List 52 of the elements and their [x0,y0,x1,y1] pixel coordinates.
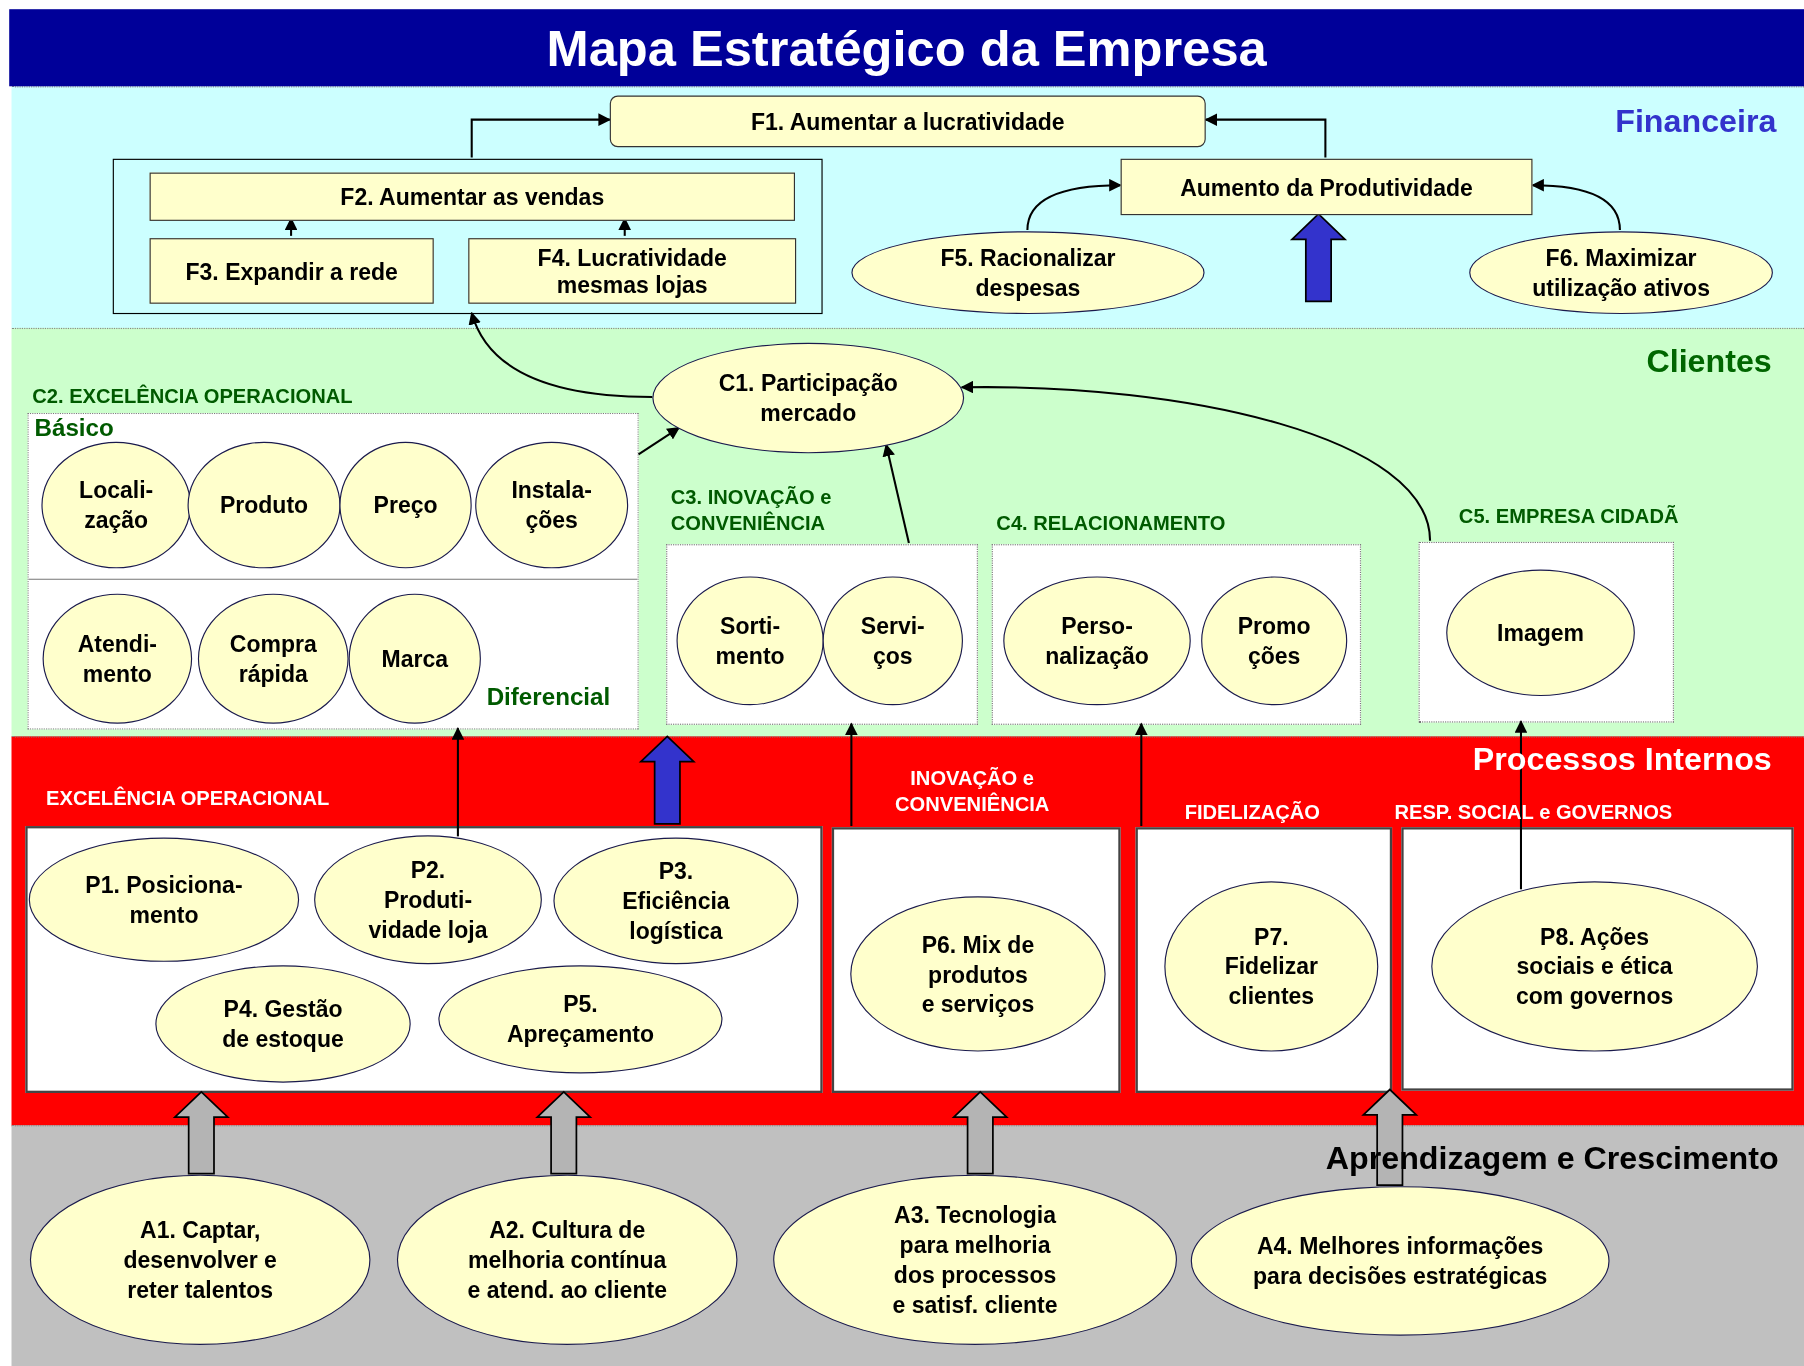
arrow [1531,179,1621,231]
arrow [637,426,681,456]
arrow [1135,722,1148,827]
perspective-band [11,736,1804,1127]
objective-ellipse: Atendi- mento [42,593,193,724]
arrow [1514,720,1528,890]
block-arrow [638,735,696,825]
perspective-band [11,327,1804,738]
section-heading: C2. EXCELÊNCIA OPERACIONAL [32,383,354,410]
section-heading: C3. INOVAÇÃO e CONVENIÊNCIA [670,484,833,537]
block-arrow [172,1090,230,1175]
objective-ellipse: F6. Maximizar utilização ativos [1469,231,1773,315]
objective-ellipse: F5. Racionalizar despesas [851,231,1205,315]
objective-box: Aumento da Produtividade [1120,158,1533,216]
section-heading: FIDELIZAÇÃO [1183,799,1321,826]
arrow [1026,179,1122,231]
panel-label: Básico [34,414,114,442]
block-arrow [951,1090,1009,1175]
arrow [845,722,858,827]
objective-ellipse: Preço [339,441,472,569]
arrow [469,311,653,398]
objective-ellipse: Locali- zação [41,441,191,569]
objective-box: F2. Aumentar as vendas [149,172,795,221]
arrow [451,727,465,837]
objective-ellipse: C1. Participação mercado [652,342,965,454]
objective-ellipse: A4. Melhores informações para decisões estratégicas [1190,1186,1610,1336]
title-banner: Mapa Estratégico da Empresa [9,9,1804,87]
section-heading: INOVAÇÃO e CONVENIÊNCIA [894,765,1051,818]
subpanel [28,414,638,580]
block-arrow [535,1090,593,1175]
arrow [960,381,1432,541]
objective-ellipse: A2. Cultura de melhoria contínua e atend. ao cliente [396,1174,738,1345]
section-heading: C5. EMPRESA CIDADÃ [1458,504,1680,531]
objective-box: F3. Expandir a rede [149,238,434,304]
band-title: Financeira [1615,103,1777,141]
objective-ellipse: Compra rápida [197,593,349,724]
objective-ellipse: Produto [187,441,341,569]
arrow [470,113,612,158]
objective-box: F4. Lucratividade mesmas lojas [468,238,797,304]
objective-ellipse: Marca [348,593,481,724]
panel-label: Diferencial [486,683,611,711]
section-heading: EXCELÊNCIA OPERACIONAL [46,785,331,812]
perspective-band [11,86,1804,330]
arrow [882,443,910,544]
section-heading: C4. RELACIONAMENTO [996,511,1227,537]
band-title: Clientes [1646,342,1772,380]
objective-ellipse: A3. Tecnologia para melhoria dos processos e satisf. cliente [773,1174,1177,1345]
objective-ellipse: Instala- ções [475,441,629,569]
objective-box: F1. Aumentar a lucratividade [609,95,1206,148]
objective-ellipse: A1. Captar, desenvolver e reter talentos [29,1174,371,1345]
arrow [1204,113,1327,158]
perspective-band [11,1125,1804,1366]
